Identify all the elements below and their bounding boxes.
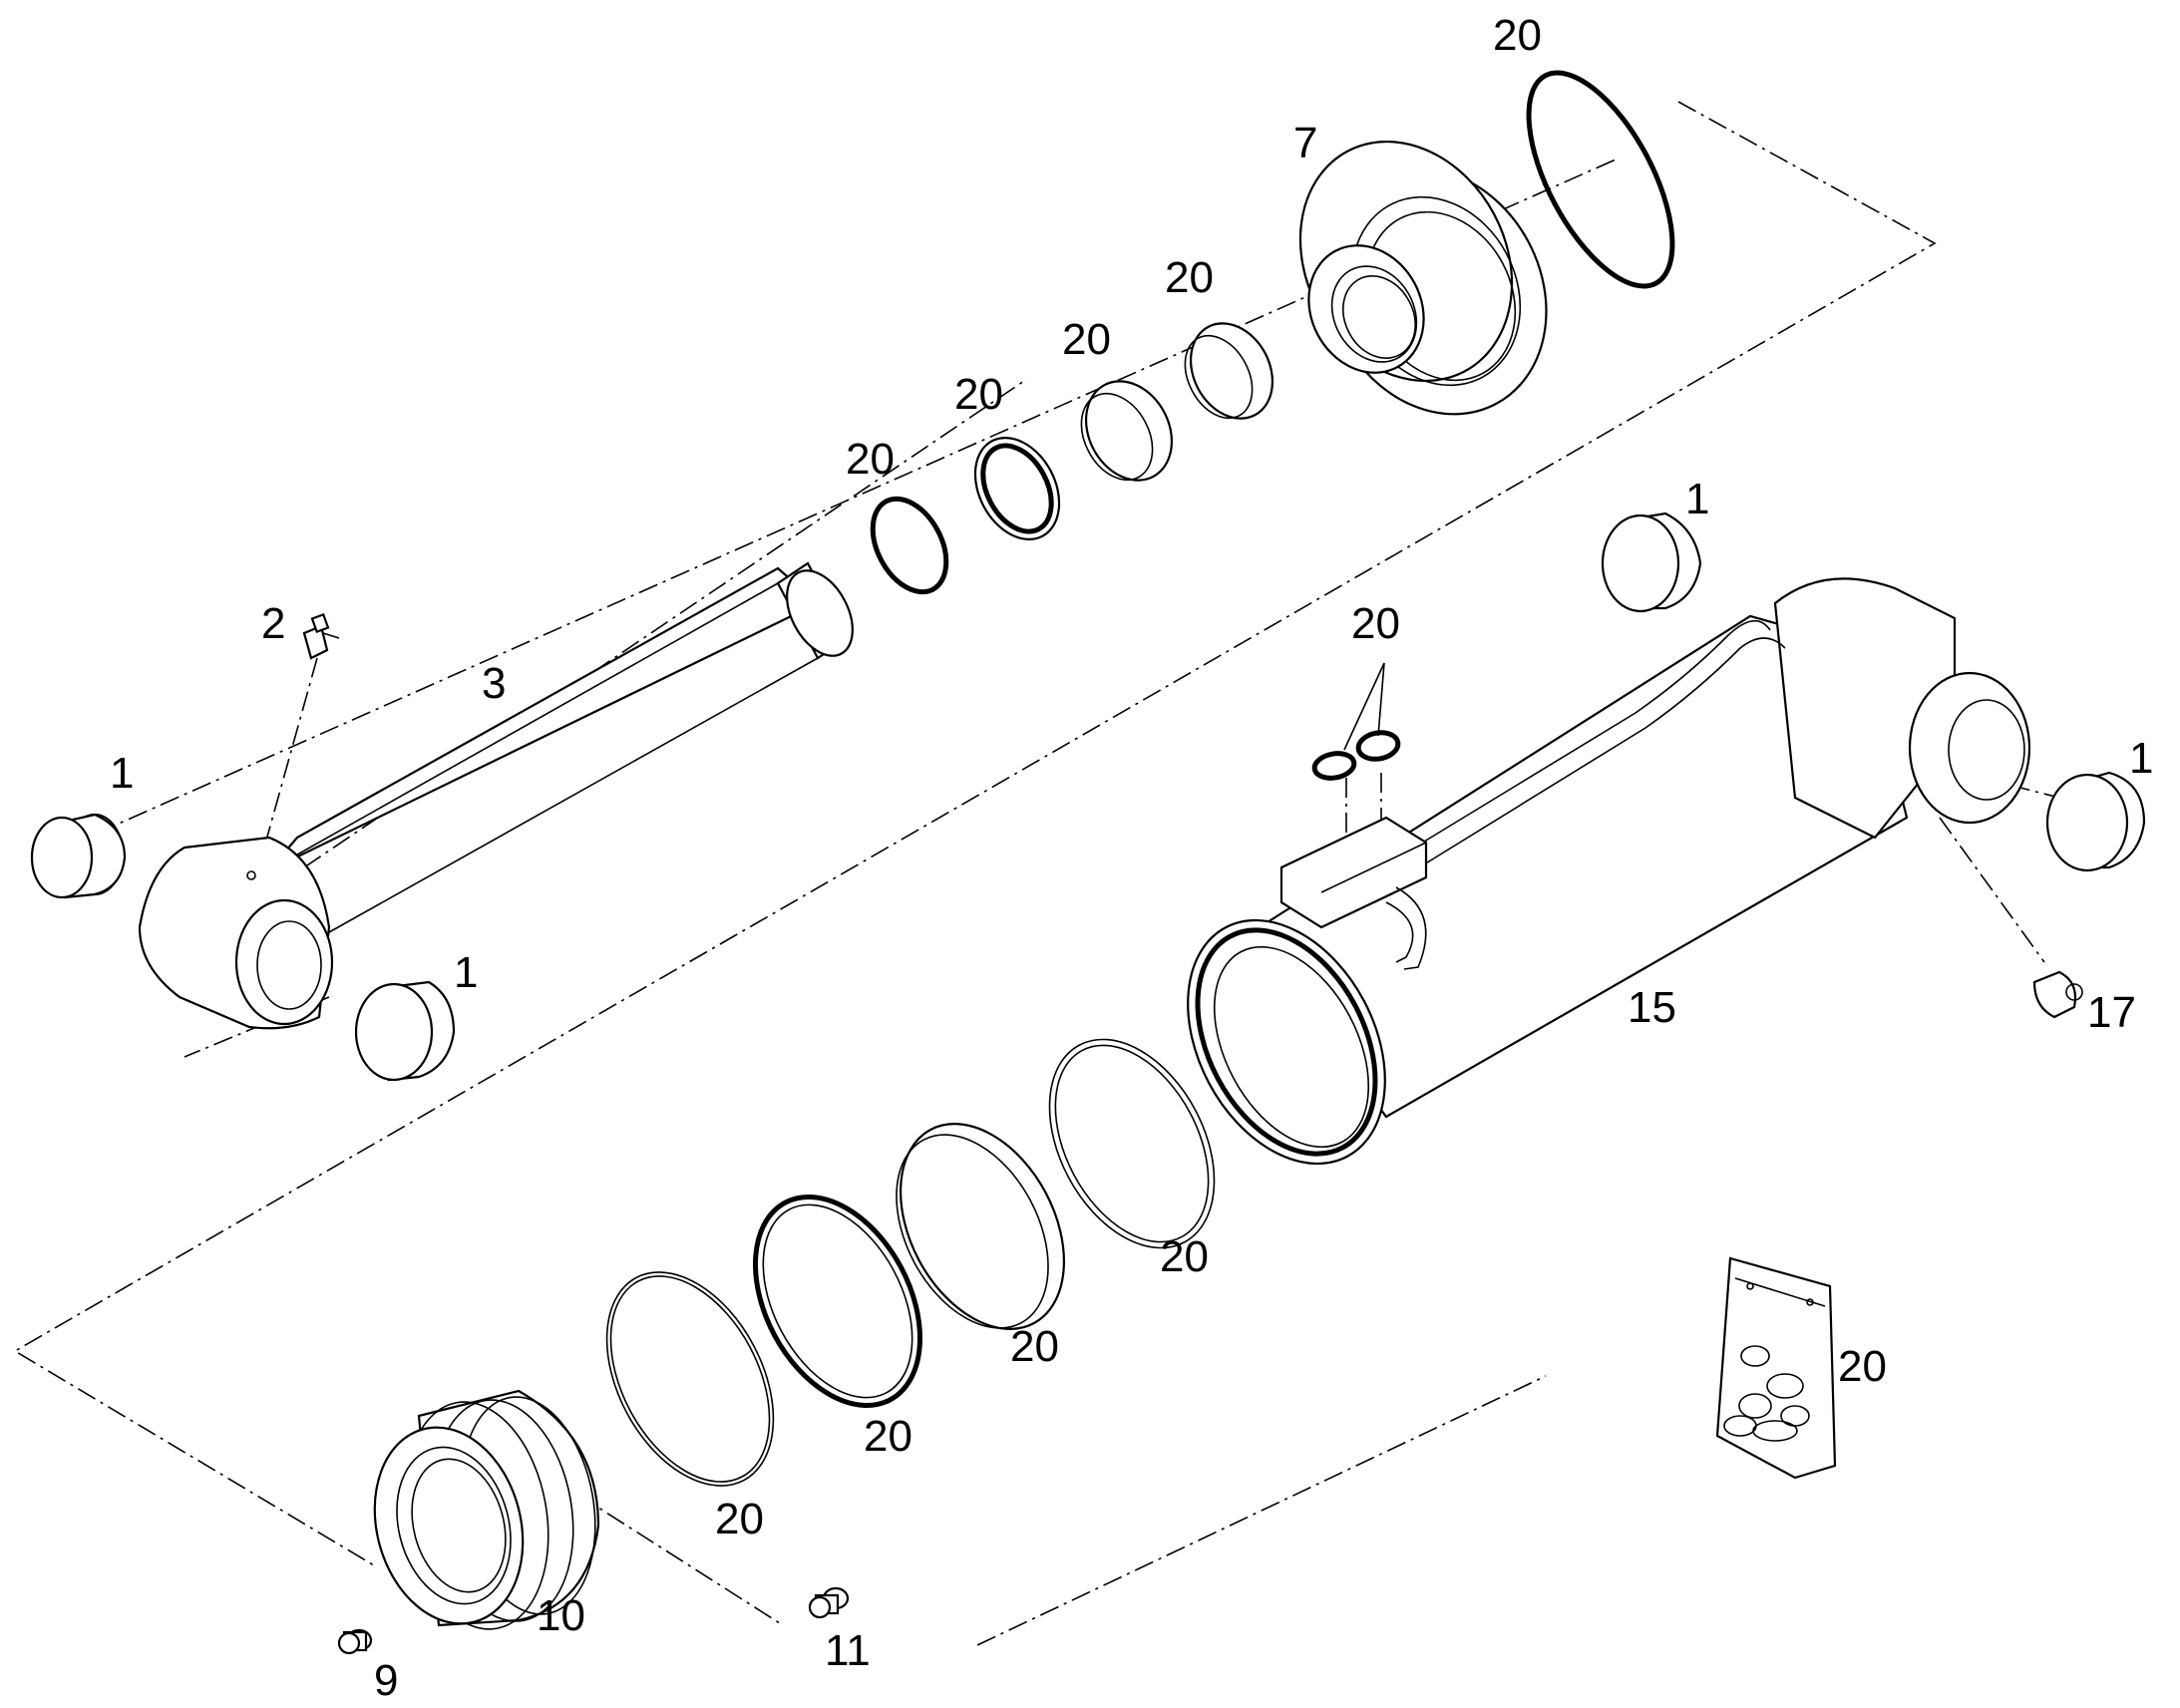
callout-11: 11 [825,1626,871,1675]
callout-20: 20 [1062,315,1111,364]
bushing-ring-3 [1080,380,1174,482]
seal-kit-bag [1715,1256,1837,1480]
callout-1: 1 [1685,475,1709,523]
callout-20: 20 [1351,599,1400,648]
callout-1: 1 [454,948,478,997]
seal-ring-top [1526,70,1675,289]
callout-7: 7 [1293,119,1317,168]
callout-20: 20 [864,1412,912,1461]
grease-nipple-part [302,612,330,660]
callout-20: 20 [954,370,1003,419]
bushing-1c [1601,512,1702,613]
callout-17: 17 [2087,988,2136,1037]
callout-1: 1 [110,749,134,798]
callout-3: 3 [482,659,506,708]
breather-part [2032,970,2083,1019]
bushing-1b [354,980,456,1082]
callout-labels: 1 1 1 1 2 3 7 9 10 11 15 17 20 20 20 20 … [110,11,2153,1705]
port-seals [1311,662,1401,781]
piston-rod-part [138,561,854,1030]
bushing-1a [30,813,127,899]
seal-ring-1 [870,496,949,595]
bushing-1d [2045,771,2146,872]
cylinder-head-part [1298,140,1548,416]
callout-2: 2 [261,599,285,648]
seal-ring-2 [973,436,1061,541]
callout-20: 20 [1010,1322,1059,1371]
seal-ring-lower-2 [896,1123,1066,1330]
callout-15: 15 [1628,983,1676,1032]
callout-20: 20 [1838,1342,1887,1391]
cylinder-tube-part [1187,577,2031,1166]
plug-9 [337,1628,373,1655]
callout-1: 1 [2129,734,2153,783]
callout-10: 10 [537,1591,585,1640]
bushing-ring-4 [1184,322,1274,420]
seal-ring-lower-1 [1048,1038,1216,1249]
callout-20: 20 [715,1495,764,1543]
seal-ring-lower-4 [605,1271,775,1487]
callout-20: 20 [846,435,895,484]
callout-20: 20 [1493,11,1542,60]
callout-20: 20 [1160,1232,1209,1281]
callout-9: 9 [374,1656,398,1705]
plug-11 [808,1586,850,1619]
piston-part [373,1389,600,1630]
seal-ring-lower-3 [753,1194,922,1409]
callout-20: 20 [1165,253,1214,302]
